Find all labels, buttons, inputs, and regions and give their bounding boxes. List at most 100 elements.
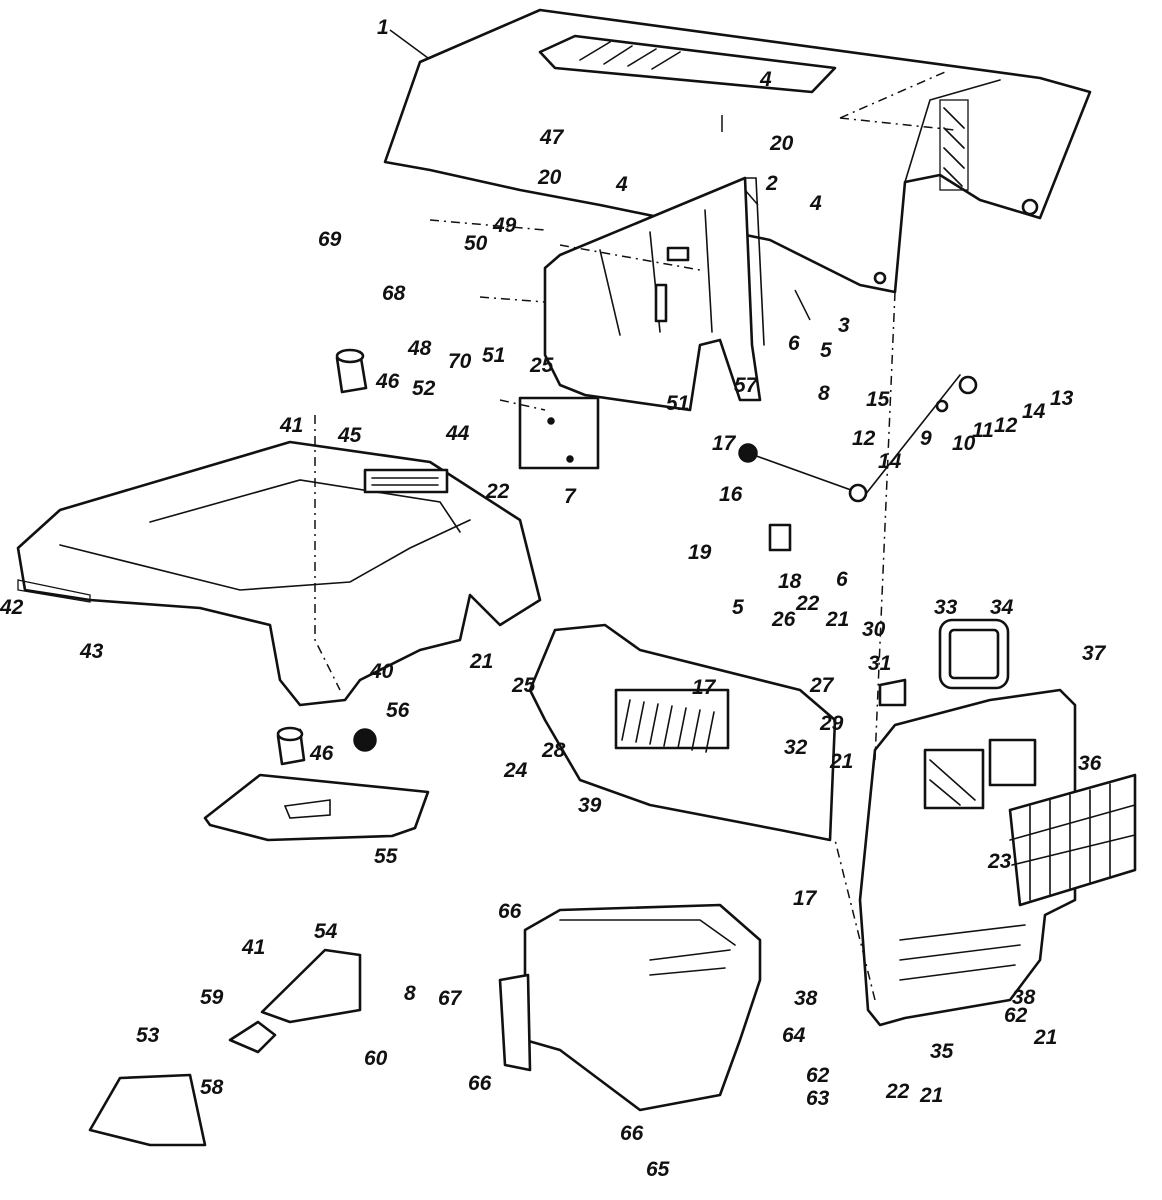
callout-48: 48 bbox=[407, 337, 432, 360]
callout-25: 25 bbox=[529, 354, 554, 377]
callout-27: 27 bbox=[809, 674, 835, 697]
part-fender-deck bbox=[16, 440, 542, 707]
part-grille-housing bbox=[858, 688, 1077, 1027]
callout-35: 35 bbox=[930, 1040, 954, 1063]
callout-68: 68 bbox=[382, 282, 406, 305]
callout-2: 2 bbox=[765, 172, 778, 195]
callout-40: 40 bbox=[369, 660, 394, 683]
callout-65: 65 bbox=[646, 1158, 670, 1181]
callout-50: 50 bbox=[464, 232, 488, 255]
part-panel-bracket bbox=[518, 396, 600, 470]
callout-52: 52 bbox=[412, 377, 436, 400]
callout-18: 18 bbox=[778, 570, 802, 593]
callout-26: 26 bbox=[771, 608, 796, 631]
part-engine-bracket bbox=[260, 948, 362, 1024]
callout-67: 67 bbox=[438, 987, 463, 1010]
part-spring bbox=[958, 375, 978, 395]
callout-32: 32 bbox=[784, 736, 808, 759]
callout-10: 10 bbox=[952, 432, 976, 455]
part-knob bbox=[276, 726, 306, 766]
callout-4: 4 bbox=[809, 192, 822, 215]
callout-53: 53 bbox=[136, 1024, 160, 1047]
callout-20: 20 bbox=[769, 132, 794, 155]
callout-5: 5 bbox=[732, 596, 744, 619]
callout-69: 69 bbox=[318, 228, 342, 251]
callout-22: 22 bbox=[885, 1080, 910, 1103]
callout-41: 41 bbox=[241, 936, 265, 959]
callout-6: 6 bbox=[788, 332, 800, 355]
part-switch bbox=[768, 523, 792, 552]
callout-46: 46 bbox=[309, 742, 334, 765]
callout-5: 5 bbox=[820, 339, 832, 362]
callout-29: 29 bbox=[819, 712, 844, 735]
callout-63: 63 bbox=[806, 1087, 830, 1110]
callout-62: 62 bbox=[1004, 1004, 1028, 1027]
callout-13: 13 bbox=[1050, 387, 1074, 410]
callout-21: 21 bbox=[829, 750, 853, 773]
part-nut bbox=[935, 399, 949, 413]
callout-4: 4 bbox=[759, 68, 772, 91]
callout-33: 33 bbox=[934, 596, 958, 619]
callout-17: 17 bbox=[793, 887, 818, 910]
callout-41: 41 bbox=[279, 414, 303, 437]
callout-23: 23 bbox=[987, 850, 1012, 873]
part-knob bbox=[335, 348, 368, 394]
callout-64: 64 bbox=[782, 1024, 806, 1047]
leader-lines bbox=[389, 29, 811, 321]
callout-17: 17 bbox=[712, 432, 737, 455]
part-headlight bbox=[938, 618, 1010, 690]
bracket-hole bbox=[566, 455, 574, 463]
callout-22: 22 bbox=[795, 592, 820, 615]
callout-1: 1 bbox=[377, 16, 389, 39]
callout-19: 19 bbox=[688, 541, 712, 564]
callout-55: 55 bbox=[374, 845, 398, 868]
callout-6: 6 bbox=[836, 568, 848, 591]
part-battery-tray bbox=[203, 773, 430, 842]
callout-20: 20 bbox=[537, 166, 562, 189]
callout-46: 46 bbox=[375, 370, 400, 393]
callout-42: 42 bbox=[0, 596, 24, 619]
callout-58: 58 bbox=[200, 1076, 224, 1099]
callouts: 1 2 3 4 4 4 5 6 20 20 47 49 50 68 69 48 … bbox=[0, 16, 1107, 1181]
callout-25: 25 bbox=[511, 674, 536, 697]
callout-21: 21 bbox=[469, 650, 493, 673]
callout-7: 7 bbox=[564, 485, 577, 508]
callout-30: 30 bbox=[862, 618, 886, 641]
callout-14: 14 bbox=[1022, 400, 1046, 423]
callout-38: 38 bbox=[1012, 986, 1036, 1009]
callout-4: 4 bbox=[615, 173, 628, 196]
callout-49: 49 bbox=[492, 214, 517, 237]
callout-22: 22 bbox=[485, 480, 510, 503]
callout-62: 62 bbox=[806, 1064, 830, 1087]
callout-66: 66 bbox=[620, 1122, 644, 1145]
callout-21: 21 bbox=[919, 1084, 943, 1107]
callout-37: 37 bbox=[1082, 642, 1107, 665]
callout-15: 15 bbox=[866, 388, 890, 411]
part-pivot bbox=[848, 483, 868, 503]
callout-54: 54 bbox=[314, 920, 338, 943]
part-dash-panel bbox=[543, 176, 765, 412]
callout-38: 38 bbox=[794, 987, 818, 1010]
part-engine bbox=[498, 903, 762, 1112]
part-side-panel bbox=[528, 623, 837, 842]
part-mount-bracket bbox=[88, 1073, 207, 1147]
callout-70: 70 bbox=[448, 350, 472, 373]
callout-17: 17 bbox=[692, 676, 717, 699]
callout-9: 9 bbox=[920, 427, 932, 450]
callout-36: 36 bbox=[1078, 752, 1102, 775]
callout-12: 12 bbox=[994, 414, 1018, 437]
callout-8: 8 bbox=[818, 382, 830, 405]
callout-66: 66 bbox=[468, 1072, 492, 1095]
callout-60: 60 bbox=[364, 1047, 388, 1070]
callout-47: 47 bbox=[539, 126, 565, 149]
callout-14: 14 bbox=[878, 450, 902, 473]
callout-16: 16 bbox=[719, 483, 743, 506]
callout-11: 11 bbox=[972, 419, 994, 442]
part-solenoid bbox=[228, 1020, 277, 1054]
callout-51: 51 bbox=[666, 392, 689, 415]
callout-3: 3 bbox=[838, 314, 850, 337]
callout-28: 28 bbox=[541, 739, 566, 762]
part-grille bbox=[1008, 773, 1137, 907]
callout-12: 12 bbox=[852, 427, 876, 450]
